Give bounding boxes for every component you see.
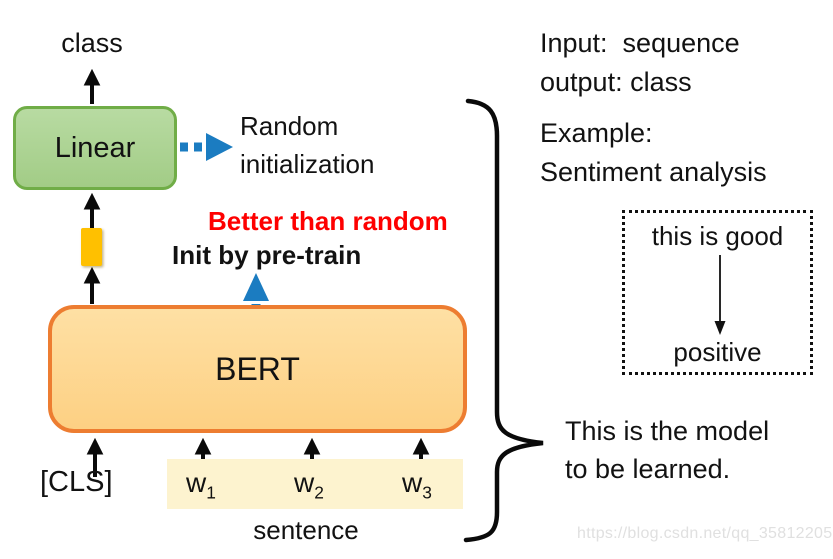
sentiment-example-box: this is good positive [622,210,813,375]
better-than-random-note: Better than random [208,206,448,236]
linear-box: Linear [13,106,177,190]
token-w2-base: w [294,467,315,498]
random-init-arrowhead-icon [206,133,233,161]
cls-embedding-connector [81,228,102,266]
token-w1-sub: 1 [206,482,216,503]
example-output-text: positive [673,337,762,367]
token-w2-sub: 2 [314,482,324,503]
bert-box: BERT [48,305,467,433]
token-w3: w3 [402,467,432,504]
input-output-note: Input: sequence output: class [540,28,740,97]
watermark-url: https://blog.csdn.net/qq_35812205 [577,525,833,542]
pretrain-init-arrowhead-icon [243,273,269,301]
model-to-be-learned-note: This is the model to be learned. [565,416,770,484]
cls-token-label: [CLS] [40,466,113,498]
example-input-text: this is good [651,221,784,251]
sentence-label: sentence [253,515,359,545]
model-brace-icon [463,98,544,543]
random-initialization-note: Random initialization [240,111,375,179]
token-w3-sub: 3 [422,482,432,503]
sentence-highlight-strip [167,459,463,509]
token-w2: w2 [294,467,324,504]
token-w1-base: w [186,467,207,498]
example-note: Example: Sentiment analysis [540,118,767,187]
linear-label: Linear [54,131,136,164]
example-mapping-arrow-icon [714,255,726,335]
bert-label: BERT [215,350,300,387]
class-output-label: class [61,28,123,58]
token-w1: w1 [186,467,216,504]
token-w3-base: w [402,467,423,498]
init-by-pretrain-note: Init by pre-train [172,240,362,270]
